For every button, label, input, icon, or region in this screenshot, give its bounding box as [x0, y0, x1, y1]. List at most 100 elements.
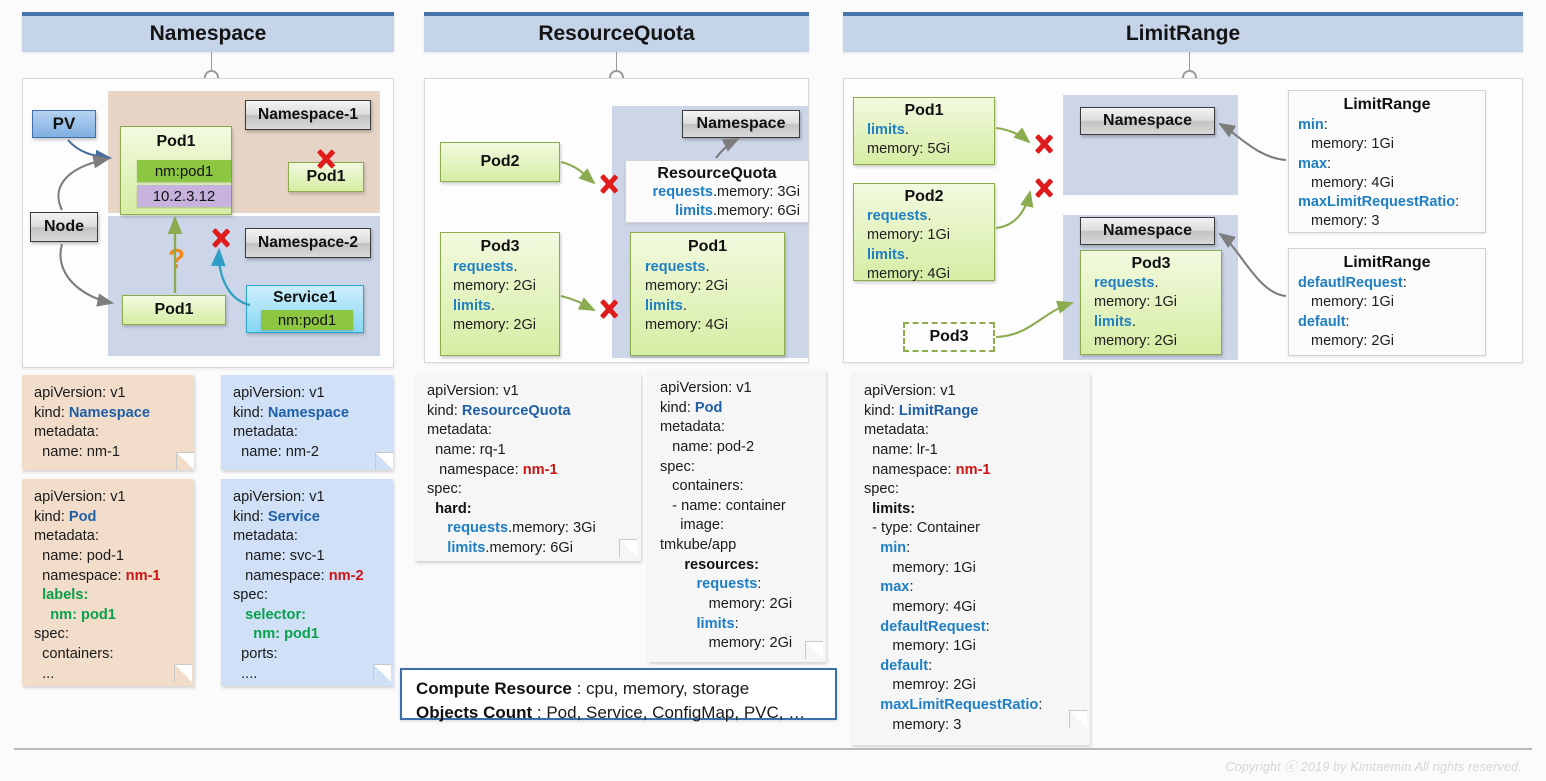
pv-box[interactable]: PV [32, 110, 96, 138]
connector-line-limitrange [1189, 52, 1190, 75]
lr-l11: max: [864, 579, 914, 596]
pod2-l3: metadata: [660, 419, 725, 436]
lr-l12: memory: 4Gi [864, 598, 976, 615]
pod-l4: name: pod-1 [34, 547, 125, 564]
pod2-l7: - name: container [660, 497, 786, 514]
lr-l9: min: [864, 540, 911, 556]
lr-l1: apiVersion: v1 [864, 383, 956, 399]
pod3-limits-val-lr: memory: 2Gi [1094, 332, 1177, 349]
pod2-l9: tmkube/app [660, 537, 737, 553]
pod2-l11: requests: [660, 576, 762, 593]
pod2-title-lr: Pod2 [904, 188, 944, 205]
namespace-1-label-box[interactable]: Namespace-1 [245, 100, 371, 130]
svc-l6: spec: [233, 587, 268, 604]
yaml-note-limitrange[interactable]: apiVersion: v1 kind: LimitRange metadata… [852, 373, 1090, 745]
service1-selector-tag: nm:pod1 [261, 310, 353, 330]
lr-l15: default: [864, 657, 933, 674]
limitrange-namespace-label-bottom[interactable]: Namespace [1080, 217, 1215, 245]
ns1-l1: apiVersion: v1 [34, 385, 126, 401]
panel-title-limitrange: LimitRange [1125, 22, 1241, 45]
resourcequota-card-title: ResourceQuota [657, 165, 777, 182]
rq-l1: apiVersion: v1 [427, 383, 519, 399]
pod1-box-ns1[interactable]: Pod1 nm:pod1 10.2.3.12 [120, 126, 232, 215]
lr-top-ratio-key: maxLimitRequestRatio [1298, 194, 1456, 211]
pod2-l4: name: pod-2 [660, 438, 755, 455]
svc-l4: name: svc-1 [233, 547, 325, 564]
pod-l8: spec: [34, 626, 69, 643]
x-mark-pod3-rq [596, 296, 622, 322]
lr-l16: memroy: 2Gi [864, 677, 976, 694]
pod2-l6: containers: [660, 478, 744, 495]
pod1-limits-val-rq: memory: 4Gi [645, 316, 728, 333]
pod-l5: namespace: nm-1 [34, 567, 161, 584]
pod3-title-lr: Pod3 [1131, 255, 1171, 272]
svc-l1: apiVersion: v1 [233, 489, 325, 505]
resourcequota-requests-line: requests.memory: 3Gi [634, 183, 800, 202]
resourcequota-limits-line: limits.memory: 6Gi [634, 202, 800, 221]
lr-bottom-def-val: memory: 2Gi [1311, 332, 1394, 349]
limitrange-namespace-bottom-text: Namespace [1103, 222, 1192, 239]
limitrange-card-top[interactable]: LimitRange min: memory: 1Gi max: memory:… [1288, 90, 1486, 233]
resourcequota-card[interactable]: ResourceQuota requests.memory: 3Gi limit… [625, 160, 809, 223]
yaml-note-resourcequota[interactable]: apiVersion: v1 kind: ResourceQuota metad… [415, 373, 641, 561]
lr-l5: namespace: nm-1 [864, 461, 991, 478]
pod3-requests-key-rq: requests [453, 259, 514, 275]
pod2-box-rq[interactable]: Pod2 [440, 142, 560, 182]
pod2-box-lr[interactable]: Pod2 requests. memory: 1Gi limits. memor… [853, 183, 995, 282]
svc-l9: ports: [233, 646, 278, 662]
pod3-ghost-box-lr[interactable]: Pod3 [903, 322, 995, 352]
yaml-note-service[interactable]: apiVersion: v1 kind: Service metadata: n… [221, 479, 393, 686]
pod1-title-rq: Pod1 [687, 238, 728, 255]
pod1-box-lr[interactable]: Pod1 limits. memory: 5Gi [853, 97, 995, 165]
pod-l2: kind: Pod [34, 508, 97, 525]
pod1-blocked-title: Pod1 [306, 168, 346, 185]
pod1-box-rq[interactable]: Pod1 requests. memory: 2Gi limits. memor… [630, 232, 785, 356]
pod3-box-rq[interactable]: Pod3 requests. memory: 2Gi limits. memor… [440, 232, 560, 356]
lr-l13: defaultRequest: [864, 618, 990, 635]
node-box[interactable]: Node [30, 212, 98, 242]
lr-l8: - type: Container [864, 520, 980, 537]
note-fold-icon [619, 539, 637, 557]
pod3-box-lr[interactable]: Pod3 requests. memory: 1Gi limits. memor… [1080, 250, 1222, 355]
ns1-l3: metadata: [34, 424, 99, 441]
legend-line-objects-count: Objects Count : Pod, Service, ConfigMap,… [416, 701, 821, 725]
pod2-limits-val-lr: memory: 4Gi [867, 265, 950, 282]
limitrange-namespace-label-top[interactable]: Namespace [1080, 107, 1215, 135]
resourcequota-namespace-label-box[interactable]: Namespace [682, 110, 800, 138]
pod2-requests-val-lr: memory: 1Gi [867, 227, 950, 244]
x-mark-pod1-lr [1031, 131, 1057, 157]
lr-bottom-def-key: default [1298, 313, 1346, 330]
service1-selector-text: nm:pod1 [277, 311, 337, 329]
connector-line-resourcequota [616, 52, 617, 75]
legend-objects-count-key: Objects Count [416, 703, 533, 723]
rq-l9: limits.memory: 6Gi [427, 540, 573, 556]
rq-l5: namespace: nm-1 [427, 461, 558, 478]
namespace-2-label-box[interactable]: Namespace-2 [245, 228, 371, 258]
yaml-note-namespace-1[interactable]: apiVersion: v1 kind: Namespace metadata:… [22, 375, 194, 470]
ns2-l2: kind: Namespace [233, 404, 350, 421]
lr-top-ratio-val: memory: 3 [1311, 213, 1380, 230]
yaml-note-pod[interactable]: apiVersion: v1 kind: Pod metadata: name:… [22, 479, 194, 686]
limitrange-card-bottom-title: LimitRange [1343, 254, 1431, 271]
pod3-title-rq: Pod3 [480, 238, 520, 255]
service1-box[interactable]: Service1 nm:pod1 [246, 285, 364, 333]
pod2-limits-key-lr: limits [867, 246, 905, 263]
pod2-l12: memory: 2Gi [660, 595, 793, 612]
pod1-box-ns2[interactable]: Pod1 [122, 295, 226, 325]
pod2-l14: memory: 2Gi [660, 635, 793, 652]
pod1-limits-val-lr: memory: 5Gi [867, 141, 950, 158]
note-fold-icon [176, 452, 194, 470]
limitrange-card-bottom[interactable]: LimitRange defautlRequest: memory: 1Gi d… [1288, 248, 1486, 356]
resourcequota-requests-key: requests [652, 184, 713, 200]
yaml-note-namespace-2[interactable]: apiVersion: v1 kind: Namespace metadata:… [221, 375, 393, 470]
svc-l7: selector: [233, 606, 306, 623]
pod3-limits-key-rq: limits [453, 297, 491, 314]
lr-l7: limits: [864, 500, 916, 517]
rq-l3: metadata: [427, 422, 492, 439]
lr-l10: memory: 1Gi [864, 559, 976, 576]
lr-l14: memory: 1Gi [864, 638, 976, 655]
yaml-note-pod2[interactable]: apiVersion: v1 kind: Pod metadata: name:… [648, 370, 826, 662]
svc-l2: kind: Service [233, 508, 320, 525]
rq-l2: kind: ResourceQuota [427, 402, 571, 419]
